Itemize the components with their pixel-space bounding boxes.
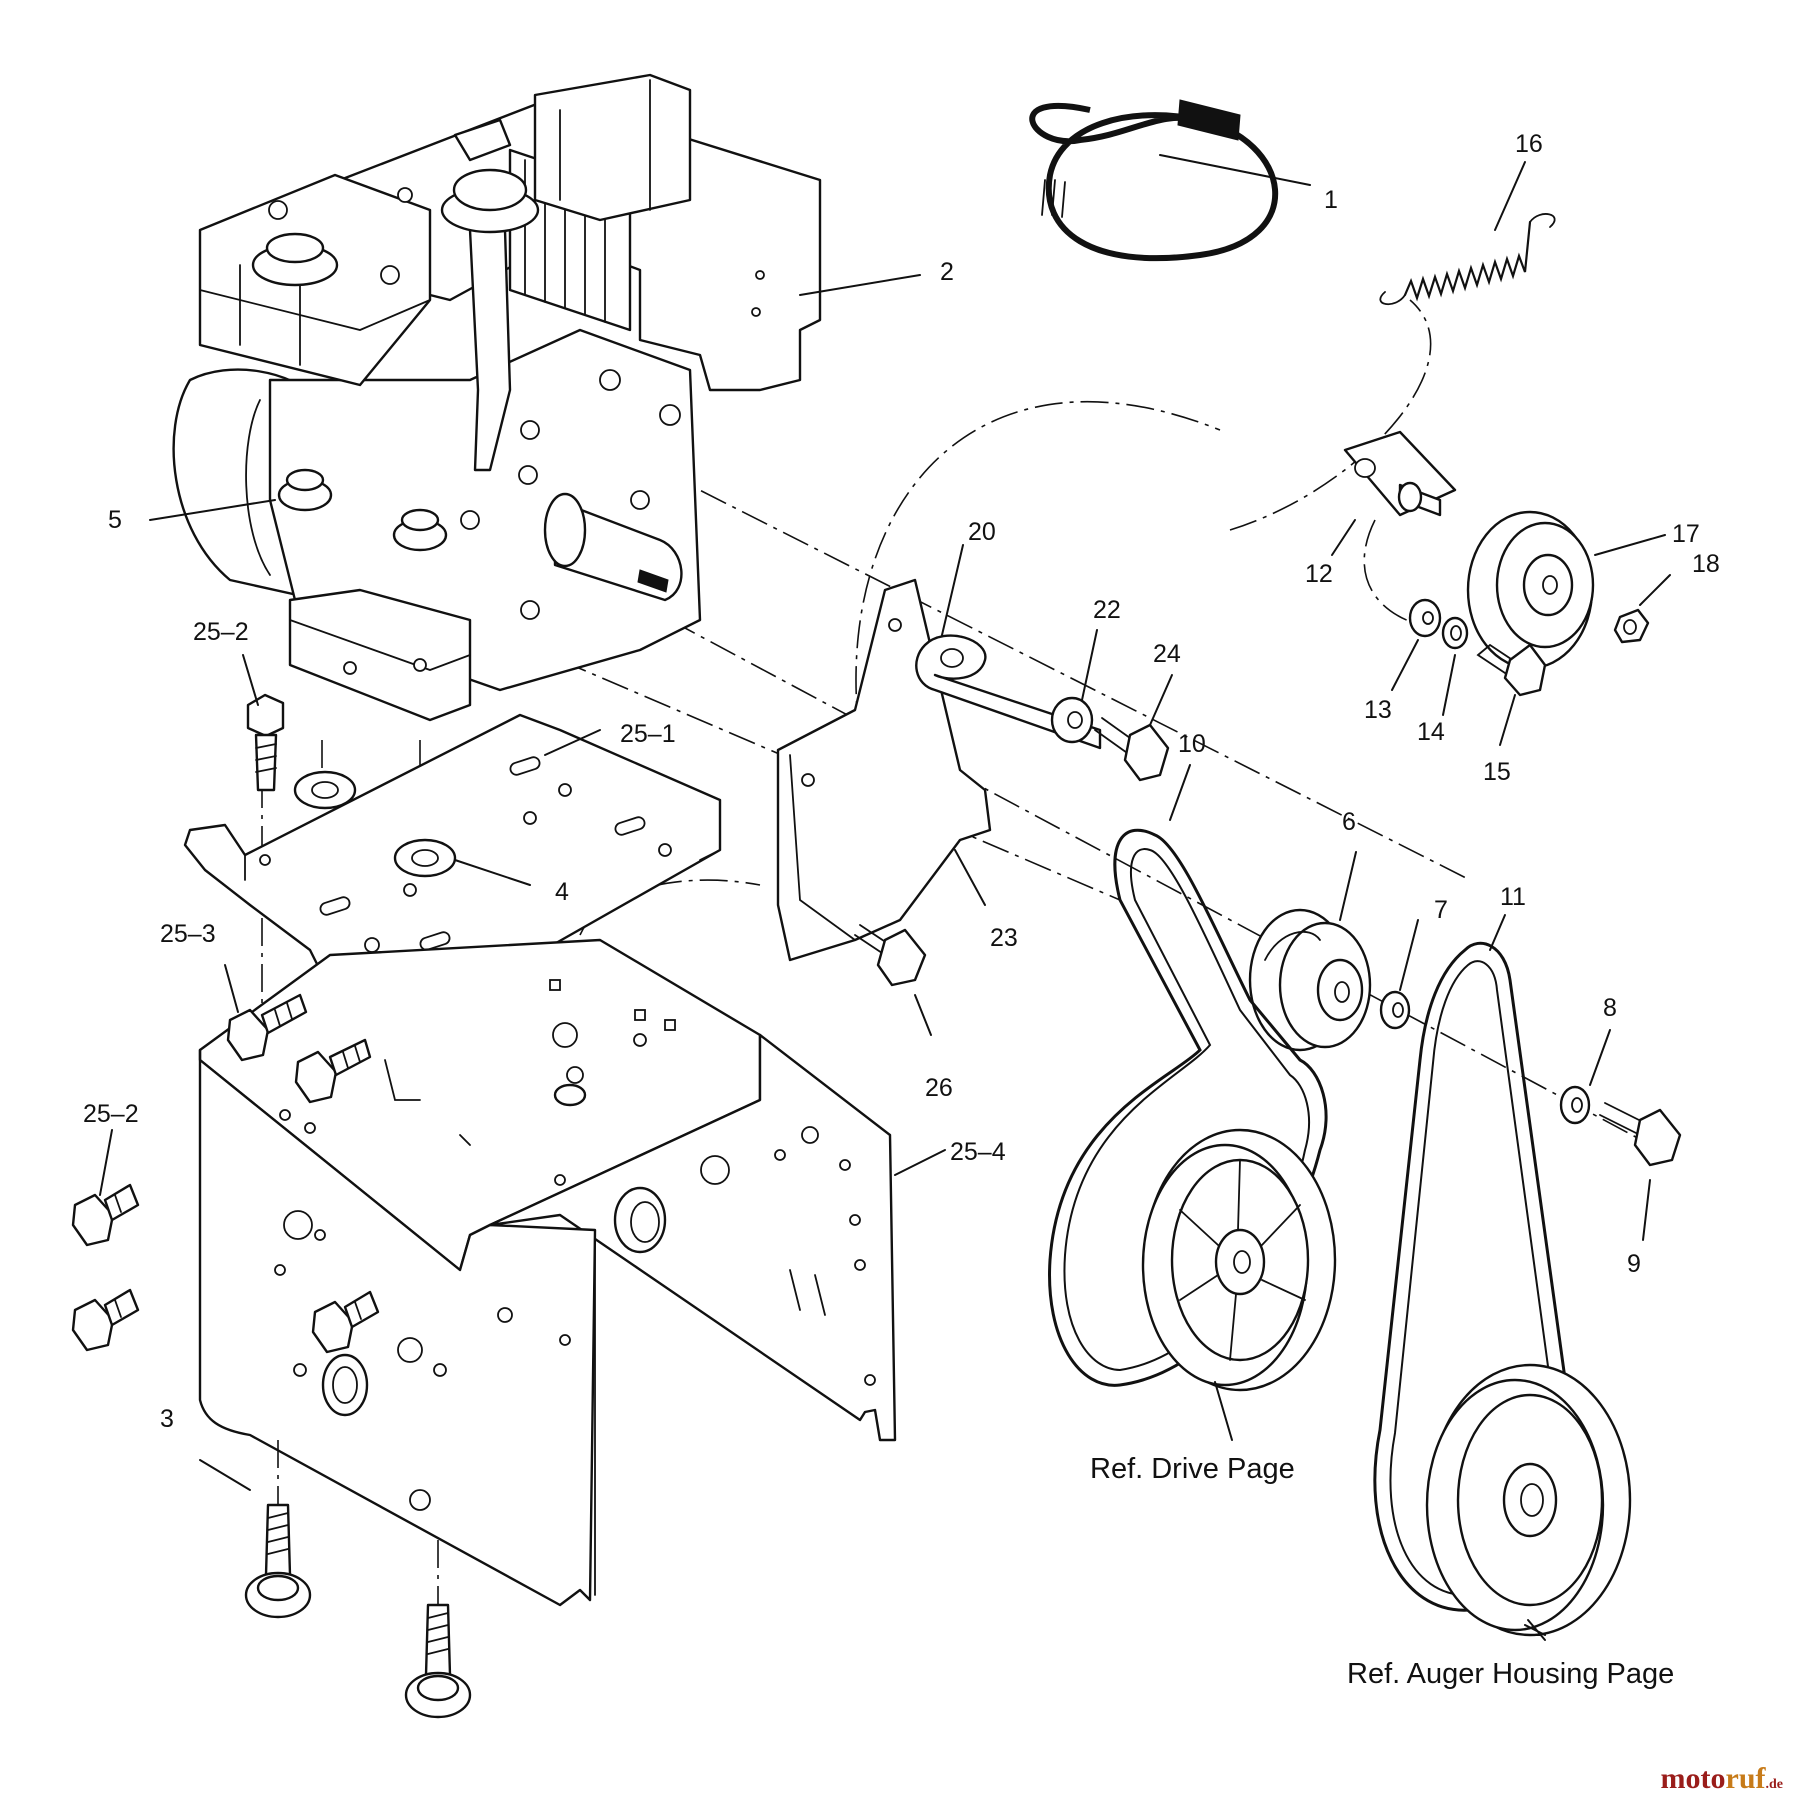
cord-plug bbox=[1177, 99, 1241, 141]
engine-pulley bbox=[1248, 908, 1372, 1052]
leader-lines bbox=[99, 154, 1671, 1641]
engine bbox=[172, 73, 822, 722]
label-25-3: 25–3 bbox=[160, 920, 216, 948]
label-23: 23 bbox=[990, 924, 1018, 952]
ref-drive-page: Ref. Drive Page bbox=[1090, 1453, 1295, 1485]
label-24: 24 bbox=[1153, 640, 1181, 668]
spacer-7 bbox=[1379, 990, 1411, 1030]
washer-8 bbox=[1559, 1085, 1591, 1125]
carriage-bolt-3a bbox=[244, 1503, 312, 1619]
extension-spring bbox=[1379, 213, 1556, 305]
label-3: 3 bbox=[160, 1405, 174, 1433]
washer-13 bbox=[1408, 598, 1442, 638]
label-25-2-top: 25–2 bbox=[193, 618, 249, 646]
label-16: 16 bbox=[1515, 130, 1543, 158]
watermark-logo: motoruf.de bbox=[1661, 1762, 1783, 1796]
washer-22 bbox=[1050, 696, 1094, 744]
mounting-nut-5a bbox=[277, 468, 333, 512]
label-12: 12 bbox=[1305, 560, 1333, 588]
label-7: 7 bbox=[1434, 896, 1448, 924]
label-14: 14 bbox=[1417, 718, 1445, 746]
label-8: 8 bbox=[1603, 994, 1617, 1022]
watermark-part-moto: moto bbox=[1660, 1762, 1726, 1795]
auger-pulley bbox=[1425, 1363, 1632, 1637]
star-washer-b bbox=[393, 838, 457, 878]
idler-bracket bbox=[1343, 430, 1457, 517]
label-1: 1 bbox=[1324, 186, 1338, 214]
bolt-25-3-b bbox=[294, 1038, 372, 1104]
label-25-1: 25–1 bbox=[620, 720, 676, 748]
carriage-bolt-3b bbox=[404, 1603, 472, 1719]
label-26: 26 bbox=[925, 1074, 953, 1102]
bolt-25-3-a bbox=[226, 993, 308, 1062]
bolt-26 bbox=[854, 924, 927, 987]
bolt-25-2-b bbox=[71, 1288, 140, 1352]
idler-pulley bbox=[1466, 510, 1595, 670]
engine-base bbox=[288, 588, 472, 722]
bolt-9 bbox=[1599, 1102, 1682, 1167]
watermark-part-de: .de bbox=[1765, 1777, 1784, 1792]
air-cleaner bbox=[533, 73, 692, 222]
ref-auger-housing-page: Ref. Auger Housing Page bbox=[1347, 1658, 1674, 1690]
bolt-24 bbox=[1094, 717, 1170, 782]
bolt-25-2-c bbox=[311, 1290, 380, 1354]
star-washer-a bbox=[293, 770, 357, 810]
label-13: 13 bbox=[1364, 696, 1392, 724]
label-22: 22 bbox=[1093, 596, 1121, 624]
part-labels: 1 2 3 4 5 6 7 8 9 10 11 12 13 14 15 16 1… bbox=[83, 130, 1720, 1433]
label-25-2-left: 25–2 bbox=[83, 1100, 139, 1128]
label-15: 15 bbox=[1483, 758, 1511, 786]
label-2: 2 bbox=[940, 258, 954, 286]
label-9: 9 bbox=[1627, 1250, 1641, 1278]
label-4: 4 bbox=[555, 878, 569, 906]
frame-housing bbox=[198, 938, 897, 1607]
label-17: 17 bbox=[1672, 520, 1700, 548]
watermark-part-ruf: ruf bbox=[1725, 1762, 1766, 1795]
label-10: 10 bbox=[1178, 730, 1206, 758]
label-20: 20 bbox=[968, 518, 996, 546]
label-6: 6 bbox=[1342, 808, 1356, 836]
label-18: 18 bbox=[1692, 550, 1720, 578]
drive-belt bbox=[1048, 828, 1328, 1387]
label-5: 5 bbox=[108, 506, 122, 534]
lock-washer-14 bbox=[1441, 616, 1469, 650]
bolt-25-2-top bbox=[246, 693, 285, 792]
label-25-4: 25–4 bbox=[950, 1138, 1006, 1166]
drive-pulley bbox=[1141, 1128, 1337, 1392]
label-11: 11 bbox=[1500, 883, 1526, 911]
bolt-25-2-a bbox=[71, 1183, 140, 1247]
mounting-nut-5b bbox=[392, 508, 448, 552]
hex-bolt-15 bbox=[1476, 643, 1547, 697]
hex-nut bbox=[1613, 608, 1650, 644]
starter-cord bbox=[1029, 99, 1278, 262]
primer-elbow bbox=[453, 118, 512, 162]
